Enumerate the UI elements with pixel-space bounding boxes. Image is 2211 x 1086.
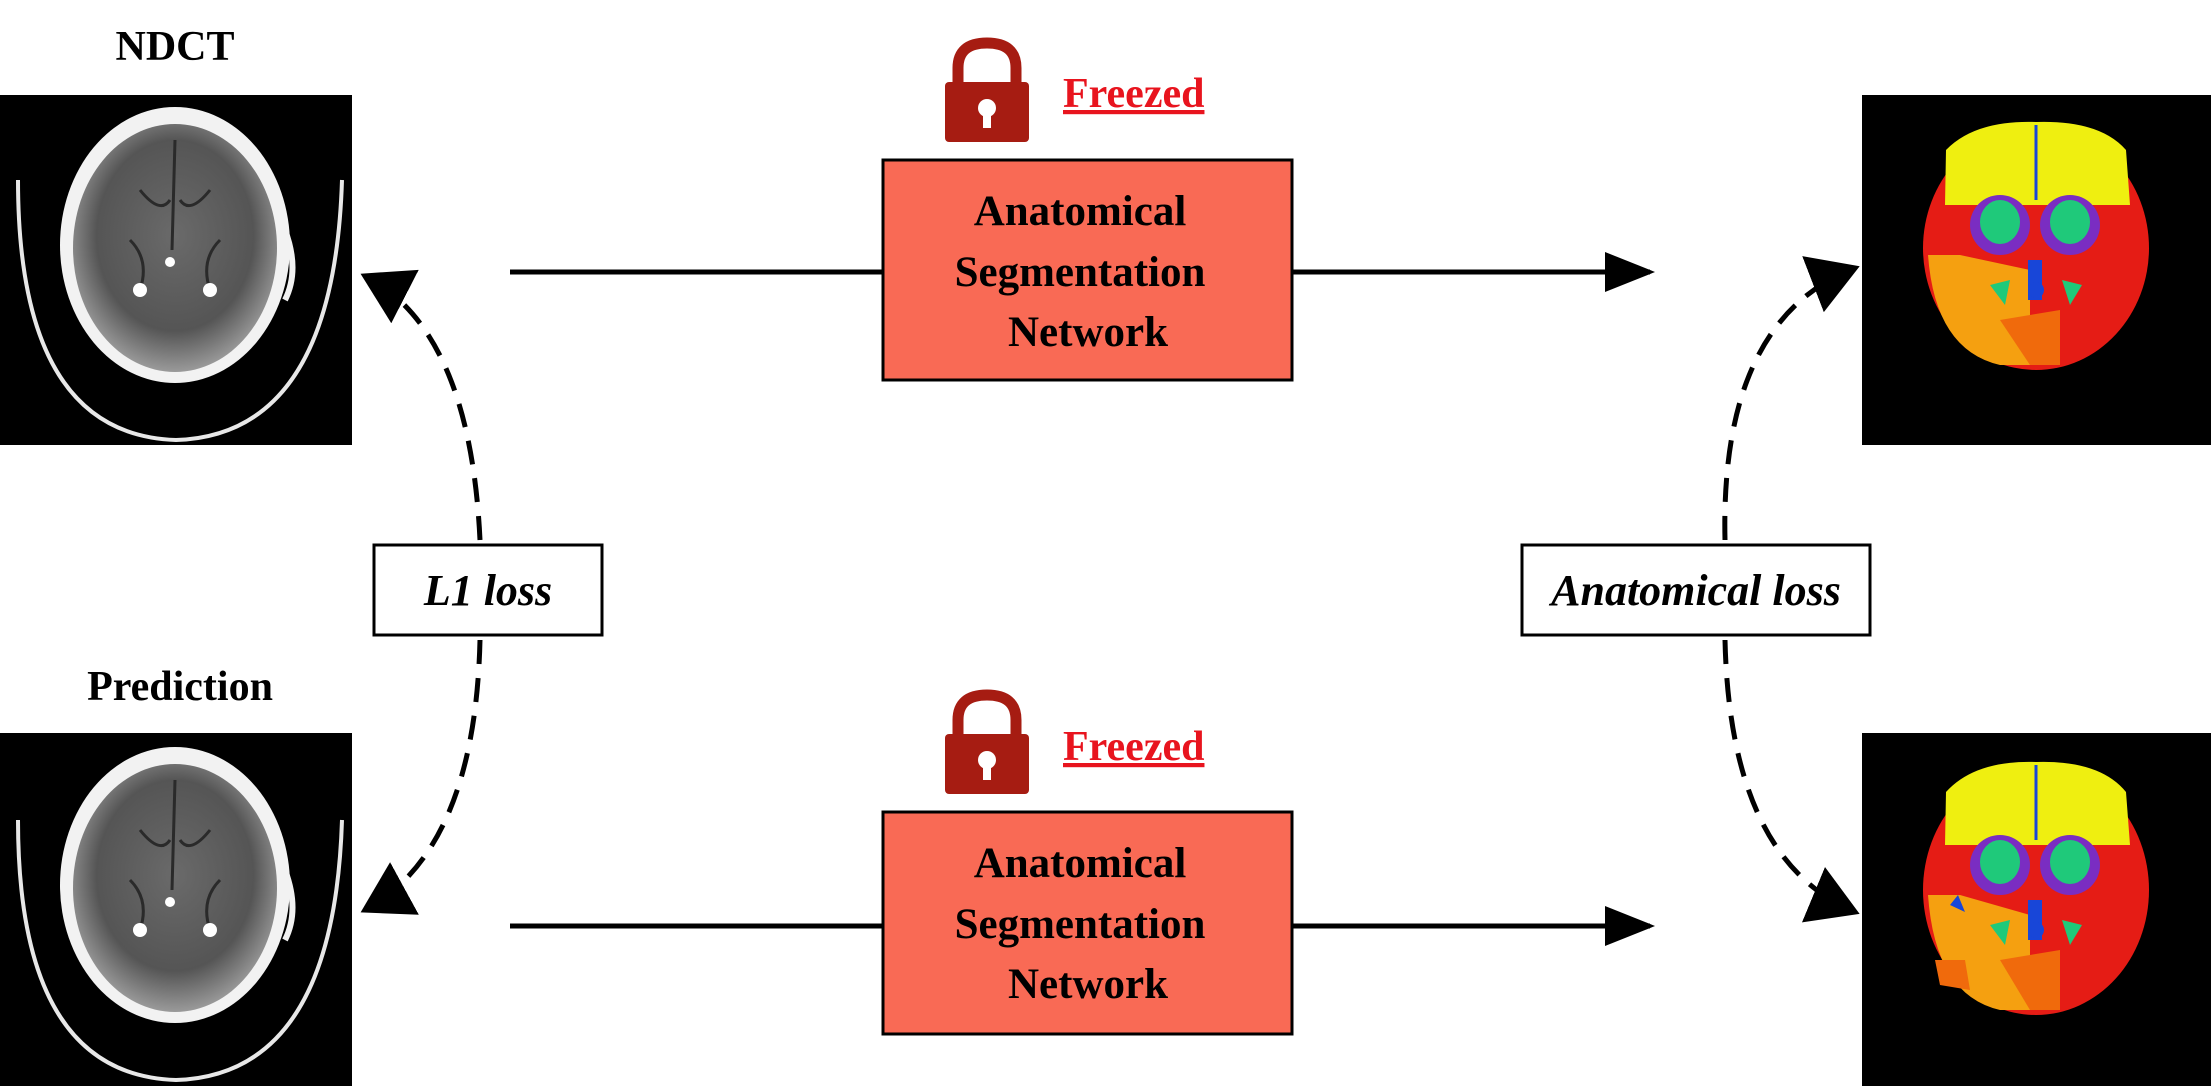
top-network-title-line1: Anatomical [974, 188, 1187, 235]
top-freeze-label: Freezed [1063, 71, 1204, 117]
anatomical-loss-upper-dashed-arrow [1722, 256, 1860, 541]
bottom-segmentation-network: Anatomical Segmentation Network [881, 810, 1294, 1036]
ndct-ct-image [0, 95, 352, 445]
bottom-network-title-line2: Segmentation [955, 901, 1206, 948]
l1-loss-lower-dashed-arrow [360, 639, 483, 915]
top-freeze-status: Freezed [945, 37, 1204, 142]
prediction-ct-image [0, 733, 352, 1086]
ndct-label: NDCT [115, 24, 234, 70]
bottom-network-title-line1: Anatomical [974, 840, 1187, 887]
bottom-network-title-line3: Network [1008, 961, 1168, 1008]
bottom-freeze-status: Freezed [945, 689, 1204, 794]
top-segmentation-network: Anatomical Segmentation Network [881, 158, 1294, 382]
anatomical-loss-box: Anatomical loss [1520, 543, 1872, 637]
top-segmentation-map [1862, 95, 2211, 445]
bottom-freeze-label: Freezed [1063, 724, 1204, 770]
l1-loss-box: L1 loss [372, 543, 604, 637]
top-network-title-line2: Segmentation [955, 249, 1206, 296]
top-network-title-line3: Network [1008, 309, 1168, 356]
lock-icon [945, 37, 1029, 142]
anatomical-loss-label: Anatomical loss [1548, 566, 1841, 615]
l1-loss-label: L1 loss [423, 566, 552, 615]
prediction-label: Prediction [87, 664, 273, 710]
bottom-segmentation-map [1862, 733, 2211, 1086]
l1-loss-upper-dashed-arrow [360, 269, 483, 541]
anatomical-loss-lower-dashed-arrow [1722, 639, 1860, 923]
lock-icon [945, 689, 1029, 794]
